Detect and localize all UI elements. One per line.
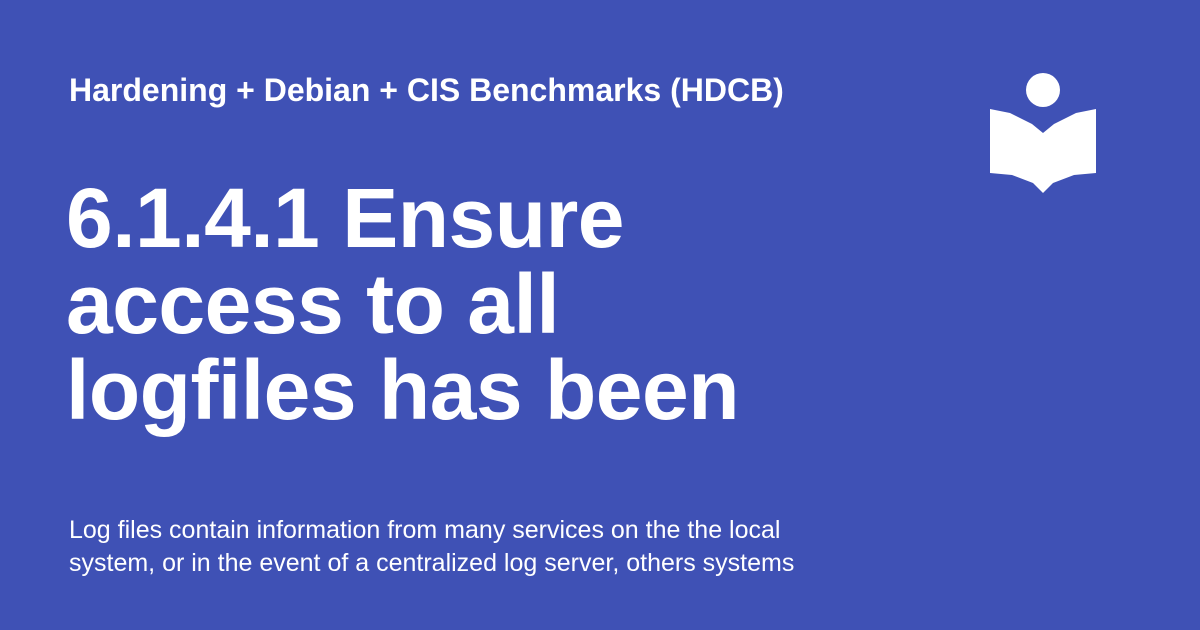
- page-description: Log files contain information from many …: [69, 514, 929, 580]
- page-title-line: access to all: [66, 257, 560, 351]
- site-title: Hardening + Debian + CIS Benchmarks (HDC…: [69, 72, 784, 108]
- description-line: Log files contain information from many …: [69, 516, 781, 544]
- description-line: system, or in the event of a centralized…: [69, 549, 795, 577]
- page-title: 6.1.4.1 Ensure access to all logfiles ha…: [66, 175, 946, 433]
- page-title-line: 6.1.4.1 Ensure: [66, 171, 625, 265]
- page-title-line: logfiles has been: [66, 343, 740, 437]
- reader-book-icon: [990, 72, 1100, 197]
